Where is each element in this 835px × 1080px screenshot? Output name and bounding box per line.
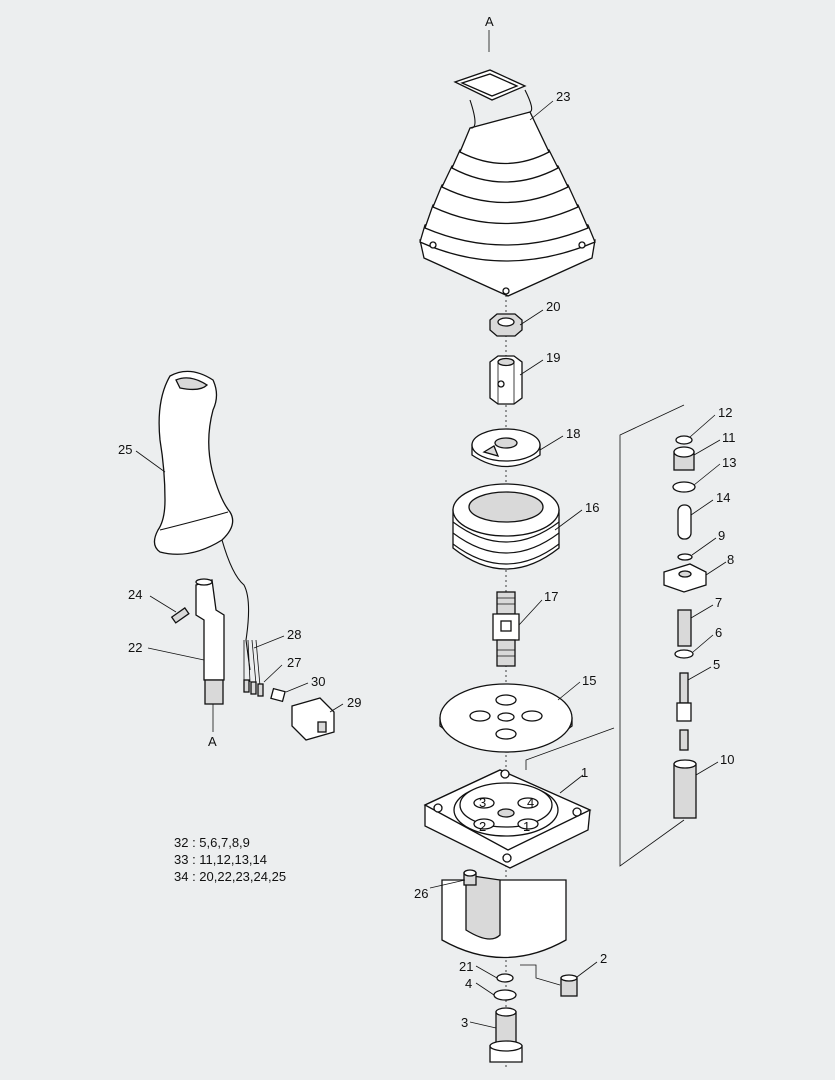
callout-30: 30 bbox=[311, 674, 325, 689]
port-number-4: 4 bbox=[527, 795, 534, 810]
pin bbox=[170, 607, 190, 624]
callout-5: 5 bbox=[713, 657, 720, 672]
callout-19: 19 bbox=[546, 350, 560, 365]
port-number-2: 2 bbox=[479, 819, 486, 834]
callout-22: 22 bbox=[128, 640, 142, 655]
axis-label-bottom: A bbox=[208, 734, 217, 749]
leader-lines bbox=[135, 100, 727, 1029]
axis-label-top: A bbox=[485, 14, 494, 29]
callout-25: 25 bbox=[118, 442, 132, 457]
callout-14: 14 bbox=[716, 490, 730, 505]
callout-23: 23 bbox=[556, 89, 570, 104]
terminal-pins bbox=[243, 679, 264, 697]
handle-grip bbox=[153, 370, 234, 555]
callout-9: 9 bbox=[718, 528, 725, 543]
kit-line-34: 34 : 20,22,23,24,25 bbox=[174, 869, 287, 884]
kit-line-33: 33 : 11,12,13,14 bbox=[174, 852, 268, 867]
callout-20: 20 bbox=[546, 299, 560, 314]
disc-plate bbox=[471, 428, 541, 468]
lever-shaft bbox=[195, 578, 225, 705]
port-number-1: 1 bbox=[523, 819, 530, 834]
set-screw bbox=[560, 974, 578, 997]
callout-12: 12 bbox=[718, 405, 732, 420]
callout-28: 28 bbox=[287, 627, 301, 642]
callout-15: 15 bbox=[582, 673, 596, 688]
callout-3: 3 bbox=[461, 1015, 468, 1030]
valve-housing: 3 4 2 1 bbox=[423, 769, 592, 959]
callout-18: 18 bbox=[566, 426, 580, 441]
hex-coupling bbox=[489, 355, 523, 405]
connector-seal bbox=[270, 687, 286, 703]
callout-29: 29 bbox=[347, 695, 361, 710]
callout-11: 11 bbox=[722, 430, 736, 445]
callout-10: 10 bbox=[720, 752, 734, 767]
callout-4: 4 bbox=[465, 976, 472, 991]
callout-13: 13 bbox=[722, 455, 736, 470]
callout-27: 27 bbox=[287, 655, 301, 670]
plug-small bbox=[463, 869, 477, 886]
callout-8: 8 bbox=[727, 552, 734, 567]
o-ring-21 bbox=[496, 973, 514, 983]
plug-3 bbox=[489, 1007, 523, 1063]
bracket-screw bbox=[520, 964, 561, 986]
electrical-connector bbox=[291, 697, 335, 741]
callout-26: 26 bbox=[414, 886, 428, 901]
rubber-cushion bbox=[452, 483, 560, 570]
callout-6: 6 bbox=[715, 625, 722, 640]
callout-1: 1 bbox=[581, 765, 588, 780]
port-number-3: 3 bbox=[479, 795, 486, 810]
kit-line-32: 32 : 5,6,7,8,9 bbox=[174, 835, 250, 850]
callout-24: 24 bbox=[128, 587, 142, 602]
hex-nut bbox=[489, 313, 523, 337]
kit-bracket-link bbox=[525, 727, 615, 770]
kit-bracket-right bbox=[619, 404, 685, 867]
callout-2: 2 bbox=[600, 951, 607, 966]
universal-joint bbox=[492, 591, 520, 667]
port-plate bbox=[439, 683, 573, 753]
cable bbox=[221, 539, 251, 671]
bellows-boot bbox=[419, 69, 596, 297]
right-part-stack bbox=[663, 435, 707, 819]
callout-16: 16 bbox=[585, 500, 599, 515]
o-ring-4 bbox=[493, 989, 517, 1001]
callout-21: 21 bbox=[459, 959, 473, 974]
callout-17: 17 bbox=[544, 589, 558, 604]
callout-7: 7 bbox=[715, 595, 722, 610]
